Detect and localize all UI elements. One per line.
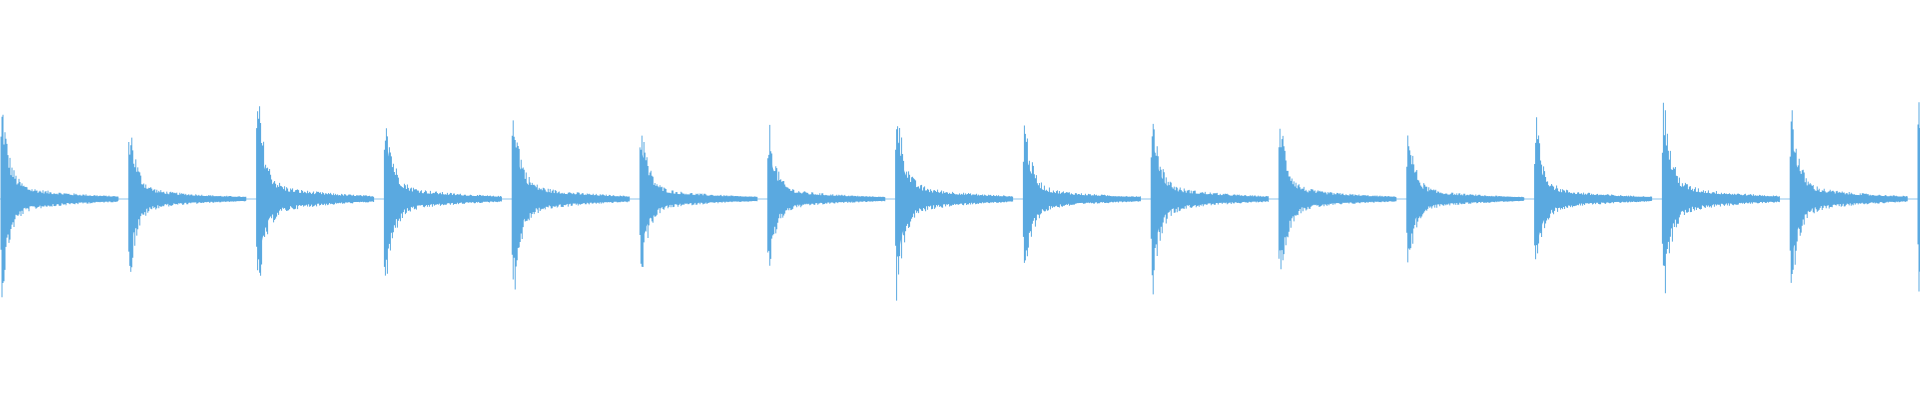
transient-1-body — [0, 114, 119, 298]
transient-8-lower-envelope — [897, 200, 1013, 257]
transient-13-lower-envelope — [1536, 199, 1652, 246]
transient-8-upper-envelope — [897, 141, 1013, 198]
transient-11 — [1278, 128, 1397, 270]
transient-13-upper-envelope — [1536, 152, 1652, 199]
transient-10 — [1150, 123, 1269, 295]
transients-layer — [0, 102, 1920, 301]
transient-16 — [1917, 102, 1920, 292]
transient-14-upper-envelope — [1663, 140, 1780, 198]
transient-15-body — [1789, 110, 1908, 283]
transient-5-body — [511, 120, 630, 290]
transient-2-body — [128, 137, 247, 272]
transient-7-body — [767, 124, 886, 266]
transient-2 — [128, 137, 247, 272]
transient-5-lower-envelope — [513, 200, 630, 257]
transient-14-lower-envelope — [1663, 200, 1780, 258]
transient-8-body — [895, 126, 1014, 301]
transient-4 — [383, 128, 502, 276]
transient-11-lower-envelope — [1280, 199, 1396, 248]
transient-12-upper-envelope — [1408, 158, 1524, 199]
transient-14-body — [1661, 102, 1780, 294]
transient-12 — [1406, 135, 1525, 263]
transient-3-upper-envelope — [258, 140, 374, 198]
transient-13 — [1534, 117, 1653, 260]
transient-1 — [0, 114, 119, 298]
transient-5-upper-envelope — [513, 141, 630, 198]
transient-10-upper-envelope — [1152, 145, 1269, 198]
transient-16-body — [1917, 102, 1920, 292]
transient-9 — [1022, 125, 1141, 263]
transient-10-lower-envelope — [1152, 200, 1269, 253]
transient-6-lower-envelope — [641, 199, 757, 244]
transient-2-upper-envelope — [130, 155, 246, 199]
transient-8 — [895, 126, 1014, 301]
transient-1-upper-envelope — [2, 144, 118, 198]
transient-2-lower-envelope — [130, 199, 246, 243]
transient-6 — [639, 135, 758, 267]
transient-5 — [511, 120, 630, 290]
transient-13-body — [1534, 117, 1653, 260]
transient-3-lower-envelope — [258, 200, 374, 258]
transient-3 — [256, 106, 375, 276]
transient-6-upper-envelope — [641, 154, 757, 199]
transient-7-lower-envelope — [769, 199, 885, 241]
transient-9-upper-envelope — [1024, 152, 1141, 199]
transient-14 — [1661, 102, 1780, 294]
transient-4-upper-envelope — [385, 145, 502, 198]
transient-9-body — [1022, 125, 1141, 263]
transient-15-lower-envelope — [1791, 200, 1908, 254]
transient-10-body — [1150, 123, 1269, 295]
transient-7-upper-envelope — [769, 157, 885, 199]
transient-12-lower-envelope — [1408, 199, 1524, 240]
transient-15 — [1789, 110, 1908, 283]
transient-7 — [767, 124, 886, 266]
transient-11-upper-envelope — [1280, 150, 1396, 199]
transient-4-body — [383, 128, 502, 276]
transient-6-body — [639, 135, 758, 267]
transient-11-body — [1278, 128, 1397, 270]
transient-12-body — [1406, 135, 1525, 263]
transient-15-upper-envelope — [1791, 144, 1908, 198]
transient-9-lower-envelope — [1024, 199, 1141, 246]
transient-3-body — [256, 106, 375, 276]
transient-1-lower-envelope — [2, 200, 118, 254]
transient-4-lower-envelope — [385, 200, 502, 253]
